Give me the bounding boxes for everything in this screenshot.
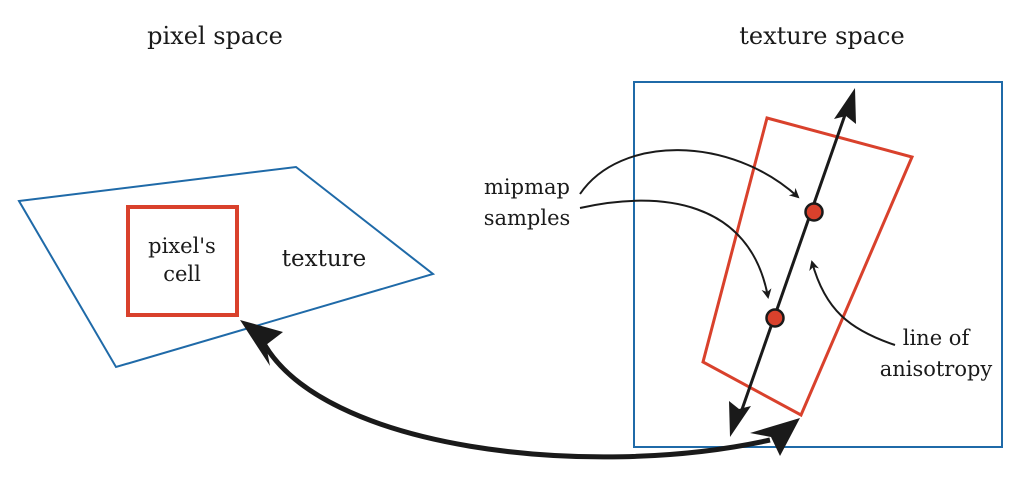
mapping-arrowhead-left — [240, 320, 283, 366]
mipmap-sample-upper — [804, 202, 824, 222]
anisotropy-leader — [809, 260, 896, 346]
texture-space-box — [633, 81, 1003, 448]
mapping-arrow — [259, 338, 771, 460]
pixel-cell-label-line2: cell — [163, 262, 201, 286]
pixel-footprint — [701, 116, 915, 418]
projected-texture-quad — [17, 165, 436, 369]
anisotropy-arrowhead-top — [834, 88, 856, 124]
line-of-anisotropy-label-line2: anisotropy — [880, 357, 993, 381]
mipmap-samples-label-line1: mipmap — [484, 175, 570, 199]
pixel-cell-label-line1: pixel's — [148, 234, 216, 258]
pixel-space-title: pixel space — [147, 22, 283, 50]
texture-space-title: texture space — [739, 22, 904, 50]
pixel-cell-square — [126, 205, 239, 317]
line-of-anisotropy — [737, 111, 848, 419]
texture-label: texture — [282, 246, 367, 272]
mipmap-leader-lower — [579, 199, 772, 299]
mipmap-sample-lower — [765, 308, 785, 328]
anisotropy-arrowhead-bottom — [729, 401, 751, 437]
mapping-arrowhead-right — [750, 418, 800, 456]
mipmap-samples-label-line2: samples — [484, 206, 571, 230]
line-of-anisotropy-label-line1: line of — [903, 326, 972, 350]
mipmap-leader-upper — [579, 149, 800, 199]
